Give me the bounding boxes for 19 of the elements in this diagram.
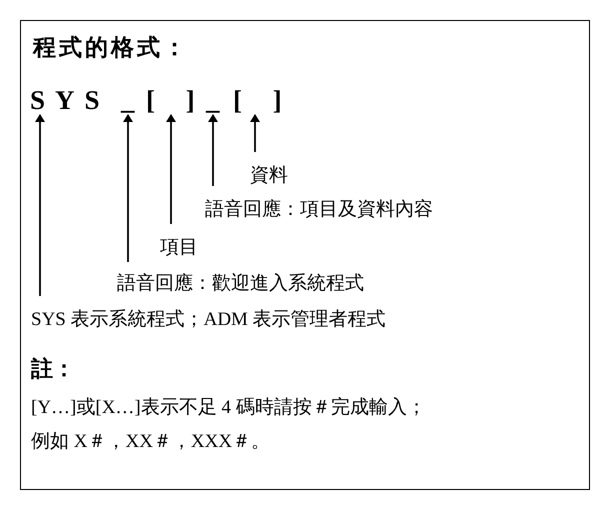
callout-label: 語音回應：項目及資料內容 xyxy=(205,186,433,219)
arrow xyxy=(35,114,45,296)
note-heading: 註： xyxy=(31,358,75,380)
arrow xyxy=(208,114,218,186)
separator-mark: _ xyxy=(206,87,220,114)
callout-label: 項目 xyxy=(160,224,198,257)
callout-label: 資料 xyxy=(250,152,288,185)
separator-mark: _ xyxy=(121,87,134,114)
arrow xyxy=(250,114,260,152)
callout-label: SYS 表示系統程式；ADM 表示管理者程式 xyxy=(31,296,386,329)
note-text: [Y…]或[X…]表示不足 4 碼時請按＃完成輸入； xyxy=(31,398,426,417)
arrow xyxy=(166,114,176,224)
title: 程式的格式： xyxy=(33,36,189,59)
note-text: 例如 X＃，XX＃，XXX＃。 xyxy=(31,432,270,451)
item-field: [ ] xyxy=(146,87,195,114)
data-field: [ ] xyxy=(233,87,282,114)
format-code: SYS xyxy=(30,87,110,114)
arrow xyxy=(123,114,133,262)
callout-label: 語音回應：歡迎進入系統程式 xyxy=(117,262,364,293)
